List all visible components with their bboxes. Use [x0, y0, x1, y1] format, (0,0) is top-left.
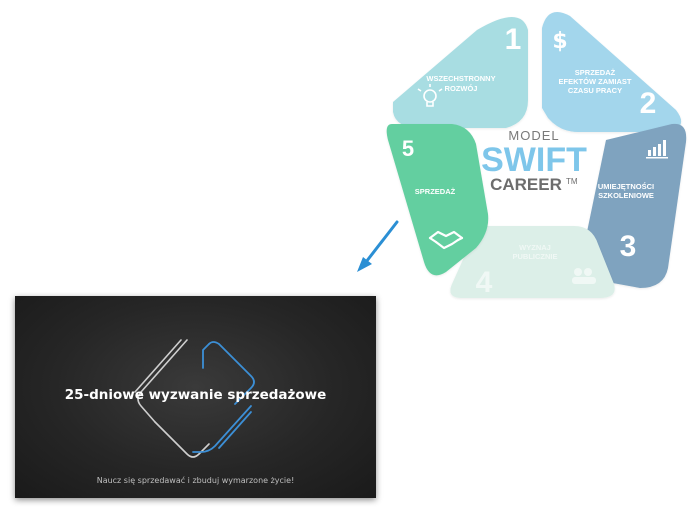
segment-4-label-line-1: WYZNAJ: [519, 243, 551, 252]
model-center-label: MODEL SWIFT CAREER TM: [481, 128, 587, 194]
segment-3-shape: [581, 123, 687, 289]
diamond-logo-icon: [134, 339, 255, 458]
segment-1-label-line-1: WSZECHSTRONNY: [426, 74, 495, 83]
model-label-top: MODEL: [508, 128, 559, 143]
arrow-icon: [357, 220, 399, 272]
bar-chart-icon: [646, 140, 668, 159]
segment-2-label-line-1: SPRZEDAŻ: [575, 68, 616, 77]
trademark-mark: TM: [566, 177, 578, 186]
model-label-main: SWIFT: [481, 141, 587, 179]
video-thumbnail[interactable]: 25-dniowe wyzwanie sprzedażowe Naucz się…: [15, 296, 376, 498]
segment-4: 4 WYZNAJ PUBLICZNIE: [450, 226, 615, 299]
dollar-icon: $: [552, 29, 567, 54]
segment-5: 5 SPRZEDAŻ: [386, 124, 489, 276]
model-label-sub: CAREER: [490, 175, 562, 194]
lightbulb-brain-icon: [417, 84, 443, 107]
video-title: 25-dniowe wyzwanie sprzedażowe: [64, 387, 327, 403]
segment-4-label-line-2: PUBLICZNIE: [513, 252, 558, 261]
segment-3-label-line-1: UMIEJĘTNOŚCI: [598, 182, 654, 191]
segment-2-number: 2: [640, 87, 657, 120]
segment-3-number: 3: [620, 230, 637, 263]
segment-2-label-line-3: CZASU PRACY: [568, 86, 622, 95]
segment-3: 3 UMIEJĘTNOŚCI SZKOLENIOWE: [581, 123, 687, 289]
segment-3-label-line-2: SZKOLENIOWE: [598, 191, 654, 200]
segment-4-number: 4: [476, 266, 493, 299]
segment-2-label-line-2: EFEKTÓW ZAMIAST: [559, 77, 632, 86]
segment-1: 1 WSZECHSTRONNY ROZWÓJ: [393, 17, 528, 128]
segment-5-number: 5: [402, 136, 414, 161]
video-subtitle: Naucz się sprzedawać i zbuduj wymarzone …: [96, 476, 295, 485]
segment-2-shape: [542, 12, 682, 132]
segment-1-number: 1: [505, 23, 522, 56]
segment-5-label-line-1: SPRZEDAŻ: [415, 187, 456, 196]
handshake-icon: [428, 230, 464, 250]
people-icon: [572, 268, 596, 284]
segment-1-label-line-2: ROZWÓJ: [445, 84, 478, 93]
segment-2: 2 SPRZEDAŻ EFEKTÓW ZAMIAST CZASU PRACY $: [542, 12, 682, 132]
